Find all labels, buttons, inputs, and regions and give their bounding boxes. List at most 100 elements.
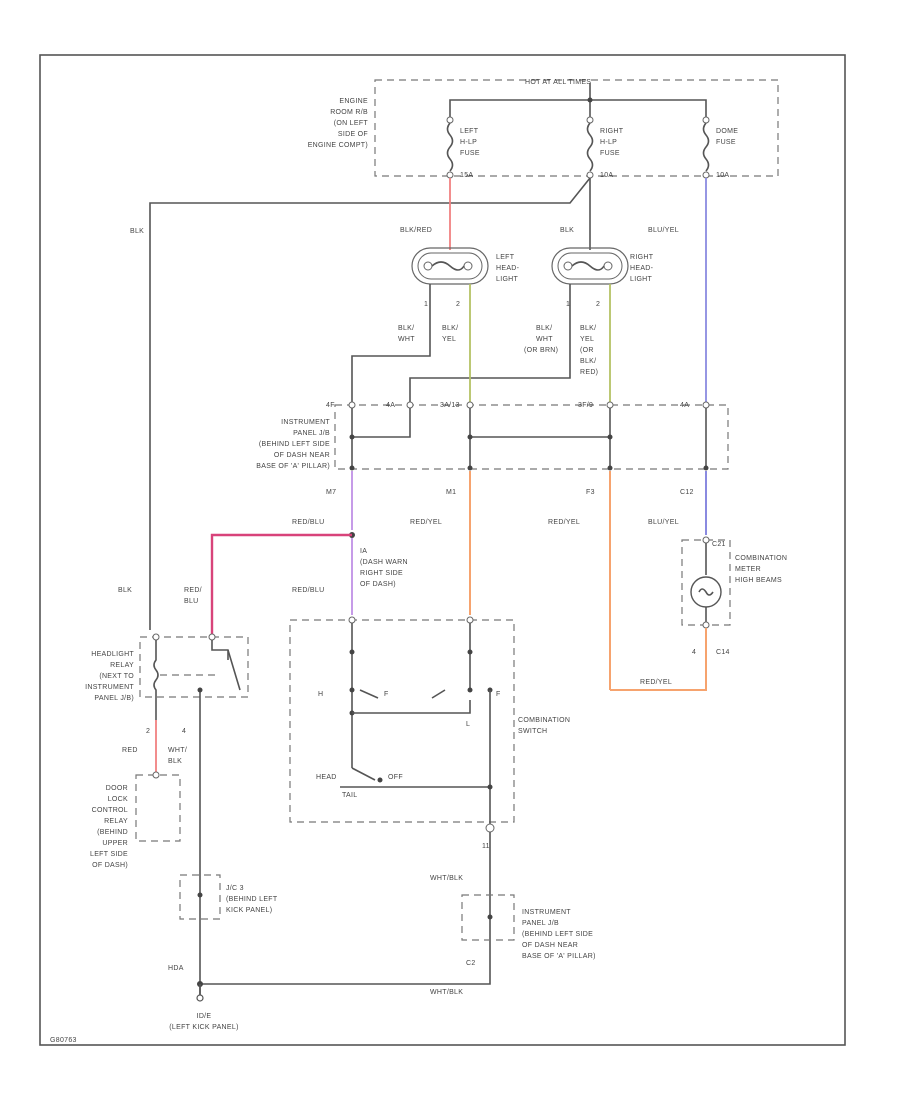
door-lock-terminal <box>152 771 160 779</box>
door-lock-label: DOOR LOCK CONTROL RELAY (BEHIND UPPER LE… <box>90 785 128 869</box>
pin-label: 2 <box>596 301 600 308</box>
svg-text:DOME: DOME <box>716 128 738 135</box>
svg-text:BASE OF 'A' PILLAR): BASE OF 'A' PILLAR) <box>522 953 596 960</box>
ground-label: ID/E (LEFT KICK PANEL) <box>169 1013 238 1031</box>
svg-text:(BEHIND LEFT SIDE: (BEHIND LEFT SIDE <box>522 931 593 938</box>
svg-text:RIGHT: RIGHT <box>630 254 654 261</box>
connector-label: 4A <box>386 402 395 409</box>
red-yel-label: RED/YEL <box>640 679 672 686</box>
svg-text:BLK/: BLK/ <box>398 325 414 332</box>
right-pin1-wire <box>409 284 571 402</box>
svg-text:BLU: BLU <box>184 598 199 605</box>
svg-text:OF DASH): OF DASH) <box>92 862 128 869</box>
pin-label: 4 <box>182 728 186 735</box>
left-headlight <box>411 247 489 285</box>
c21-label: C21 <box>712 541 726 548</box>
headlight-relay-label: HEADLIGHT RELAY (NEXT TO INSTRUMENT PANE… <box>85 651 134 702</box>
connector-label: 11 <box>482 843 490 850</box>
svg-text:RIGHT SIDE: RIGHT SIDE <box>360 570 403 577</box>
left-headlight-label: LEFT HEAD- LIGHT <box>496 254 520 283</box>
svg-text:BLK/: BLK/ <box>580 325 596 332</box>
red-blu-label: RED/BLU <box>292 587 324 594</box>
svg-text:METER: METER <box>735 566 761 573</box>
svg-text:(NEXT TO: (NEXT TO <box>99 673 134 680</box>
svg-text:RELAY: RELAY <box>104 818 128 825</box>
dome-fuse <box>702 116 710 179</box>
svg-text:10A: 10A <box>716 172 729 179</box>
svg-text:(DASH WARN: (DASH WARN <box>360 559 408 566</box>
pin-label: 4 <box>692 649 696 656</box>
svg-text:SIDE OF: SIDE OF <box>338 131 368 138</box>
diagram-code: G80763 <box>50 1037 77 1044</box>
svg-text:UPPER: UPPER <box>102 840 128 847</box>
svg-text:(OR: (OR <box>580 347 594 354</box>
svg-text:YEL: YEL <box>442 336 456 343</box>
red-blu-label: RED/BLU <box>292 519 324 526</box>
svg-text:PANEL J/B: PANEL J/B <box>522 920 559 927</box>
svg-text:HEAD-: HEAD- <box>496 265 520 272</box>
wht-blk-mid-label: WHT/BLK <box>430 875 463 882</box>
blk-top-label: BLK <box>130 228 144 235</box>
wire-blk-wht-or-label: BLK/ WHT (OR BRN) <box>524 325 558 354</box>
headlight-relay-box <box>139 636 249 698</box>
jc3-box <box>179 874 221 920</box>
red-blu-relay-label: RED/ BLU <box>184 587 202 605</box>
blu-yel-label: BLU/YEL <box>648 519 679 526</box>
connector-label: M1 <box>446 489 456 496</box>
left-pin1-wire <box>351 284 431 402</box>
svg-text:(OR BRN): (OR BRN) <box>524 347 558 354</box>
combo-meter-label: COMBINATION METER HIGH BEAMS <box>735 555 787 584</box>
pin-label: 1 <box>424 301 428 308</box>
switch-out-terminal <box>485 823 495 833</box>
svg-text:ENGINE: ENGINE <box>339 98 368 105</box>
connector-label: 3F/9 <box>578 402 593 409</box>
switch-l-label: L <box>466 721 470 728</box>
dome-fuse-label: DOME FUSE 10A <box>716 128 738 179</box>
connector-label: C12 <box>680 489 694 496</box>
svg-text:J/C 3: J/C 3 <box>226 885 244 892</box>
svg-text:RELAY: RELAY <box>110 662 134 669</box>
switch-tail-label: TAIL <box>342 792 357 799</box>
c14-orange-return-wire <box>610 628 707 691</box>
svg-text:(BEHIND LEFT: (BEHIND LEFT <box>226 896 278 903</box>
svg-text:(BEHIND: (BEHIND <box>97 829 128 836</box>
svg-text:ROOM R/B: ROOM R/B <box>330 109 368 116</box>
svg-text:BLK/: BLK/ <box>536 325 552 332</box>
blk-mid-label: BLK <box>560 227 574 234</box>
svg-text:OF DASH): OF DASH) <box>360 581 396 588</box>
ground-icon <box>196 981 204 1002</box>
svg-text:DOOR: DOOR <box>106 785 128 792</box>
svg-text:H-LP: H-LP <box>460 139 477 146</box>
svg-text:IA: IA <box>360 548 367 555</box>
svg-text:FUSE: FUSE <box>460 150 480 157</box>
svg-text:COMBINATION: COMBINATION <box>518 717 570 724</box>
right-fuse-label: RIGHT H-LP FUSE 10A <box>600 128 623 179</box>
c21-terminal <box>702 536 710 544</box>
svg-text:RED): RED) <box>580 369 598 376</box>
switch-f-label: F <box>384 691 389 698</box>
wht-blk-bot-label: WHT/BLK <box>430 989 463 996</box>
svg-text:INSTRUMENT: INSTRUMENT <box>281 419 330 426</box>
wht-blk-low-label: WHT/ BLK <box>168 747 187 765</box>
connector-label: 4A <box>680 402 689 409</box>
svg-text:10A: 10A <box>600 172 613 179</box>
svg-text:ENGINE COMPT): ENGINE COMPT) <box>308 142 368 149</box>
svg-text:BASE OF 'A' PILLAR): BASE OF 'A' PILLAR) <box>256 463 330 470</box>
left-fuse-label: LEFT H-LP FUSE 15A <box>460 128 480 179</box>
blk-top-wire <box>149 177 591 630</box>
pin-label: 2 <box>456 301 460 308</box>
svg-text:CONTROL: CONTROL <box>92 807 128 814</box>
svg-text:(ON LEFT: (ON LEFT <box>334 120 369 127</box>
svg-text:BLK: BLK <box>168 758 182 765</box>
red-low-label: RED <box>122 747 138 754</box>
svg-text:RED/: RED/ <box>184 587 202 594</box>
connector-label: C2 <box>466 960 476 967</box>
door-lock-relay-box <box>135 774 181 842</box>
svg-text:LIGHT: LIGHT <box>496 276 519 283</box>
switch-h-label: H <box>318 691 323 698</box>
svg-text:LIGHT: LIGHT <box>630 276 653 283</box>
relay-contacts <box>152 633 241 720</box>
svg-text:WHT/: WHT/ <box>168 747 187 754</box>
jb-internal-wiring <box>348 401 710 471</box>
